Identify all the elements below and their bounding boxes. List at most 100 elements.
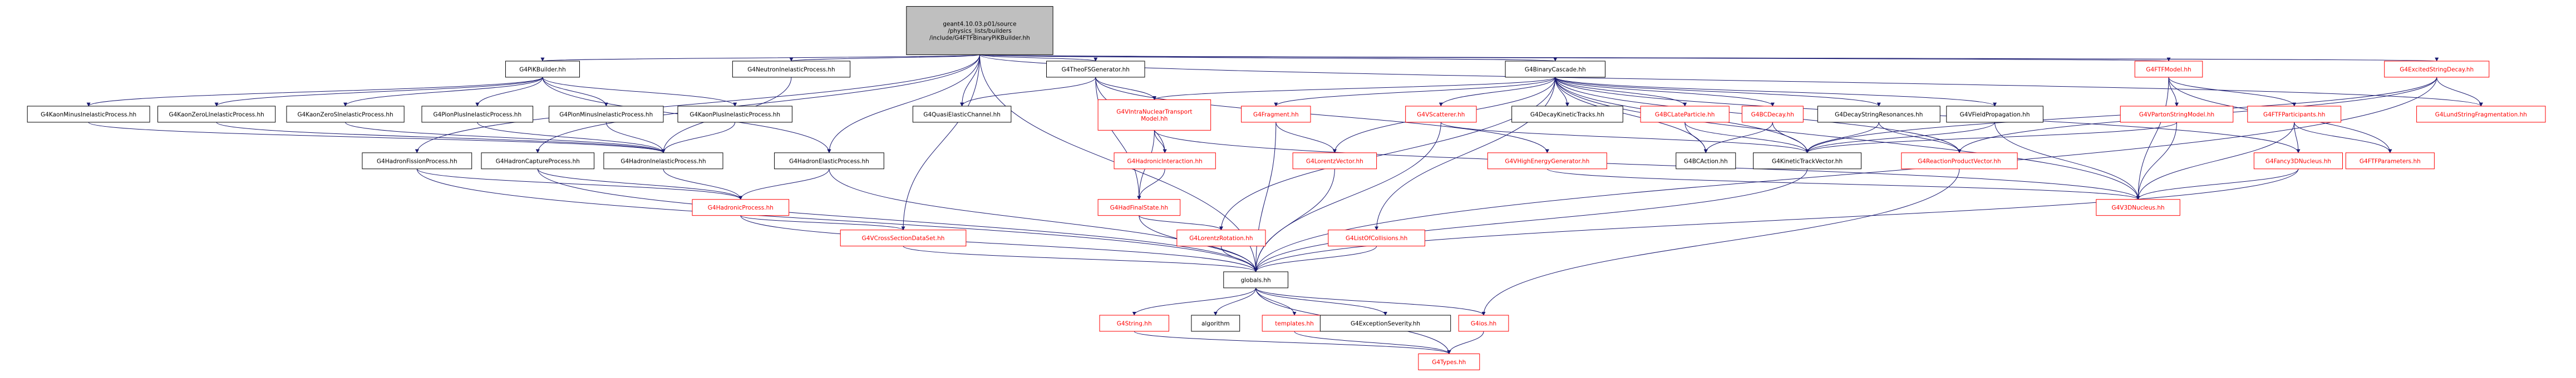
node-label: G4String.hh	[1117, 321, 1152, 327]
edge-g4ios-to-g4types	[1447, 331, 1484, 355]
node-label: G4KineticTrackVector.hh	[1772, 158, 1843, 165]
node-ftfParticipants[interactable]: G4FTFParticipants.hh	[2247, 106, 2342, 123]
node-fieldProp[interactable]: G4VFieldPropagation.hh	[1946, 106, 2043, 123]
node-pionMinusInel[interactable]: G4PionMinusInelasticProcess.hh	[549, 106, 664, 123]
node-neutronInelastic[interactable]: G4NeutronInelasticProcess.hh	[732, 61, 851, 78]
node-ftfParameters[interactable]: G4FTFParameters.hh	[2345, 152, 2435, 170]
edge-fragment-to-globals	[1254, 122, 1277, 272]
edge-theoFSGen-to-hadFinalState	[1095, 77, 1141, 200]
node-label: G4HadronInelasticProcess.hh	[620, 158, 706, 165]
node-g4ios[interactable]: G4ios.hh	[1458, 315, 1509, 332]
edge-root-to-hadronFission	[415, 54, 980, 153]
node-excitedStringDecay[interactable]: G4ExcitedStringDecay.hh	[2384, 61, 2490, 78]
node-label: G4ExceptionSeverity.hh	[1351, 321, 1420, 327]
node-label: G4TheoFSGenerator.hh	[1062, 66, 1130, 73]
edge-highEnergyGen-to-v3DNucleus	[1546, 168, 2140, 200]
edge-reactionProductVector-to-g4ios	[1481, 168, 1960, 316]
edge-binaryCascade-to-fragment	[1274, 77, 1556, 107]
node-kaonMinusInel[interactable]: G4KaonMinusInelasticProcess.hh	[27, 106, 150, 123]
node-hadronicProcess[interactable]: G4HadronicProcess.hh	[692, 199, 790, 216]
node-reactionProductVector[interactable]: G4ReactionProductVector.hh	[1901, 152, 2018, 170]
edge-root-to-neutronInelastic	[789, 54, 980, 62]
edge-vPartonStringModel-to-v3DNucleus	[2136, 122, 2177, 200]
edge-fieldProp-to-v3DNucleus	[1994, 122, 2140, 200]
node-templates[interactable]: templates.hh	[1262, 315, 1327, 332]
node-vScatterer[interactable]: G4VScatterer.hh	[1405, 106, 1477, 123]
edge-hadronElastic-to-globals	[829, 168, 1258, 272]
node-hadronCapture[interactable]: G4HadronCaptureProcess.hh	[481, 152, 595, 170]
edge-binaryCascade-to-bcDecay	[1555, 77, 1775, 107]
node-pionPlusInel[interactable]: G4PionPlusInelasticProcess.hh	[421, 106, 534, 123]
node-label: G4VFieldPropagation.hh	[1960, 111, 2030, 118]
node-quasiElastic[interactable]: G4QuasiElasticChannel.hh	[912, 106, 1012, 123]
node-decayKinTracks[interactable]: G4DecayKineticTracks.hh	[1511, 106, 1623, 123]
node-label: G4KaonZeroSInelasticProcess.hh	[297, 111, 393, 118]
edge-ftfModel-to-v3DNucleus	[2136, 77, 2169, 200]
edge-decayStringRes-to-reactionProductVector	[1878, 122, 1962, 153]
node-g4string[interactable]: G4String.hh	[1099, 315, 1169, 332]
node-decayStringRes[interactable]: G4DecayStringResonances.hh	[1817, 106, 1940, 123]
edge-root-to-vCrossSection	[901, 54, 980, 231]
node-label: G4FTFModel.hh	[2146, 66, 2191, 73]
node-bcLateParticle[interactable]: G4BCLateParticle.hh	[1640, 106, 1730, 123]
node-v3DNucleus[interactable]: G4V3DNucleus.hh	[2096, 199, 2180, 216]
node-label: G4FTFParameters.hh	[2360, 158, 2421, 165]
node-label: G4HadronElasticProcess.hh	[789, 158, 869, 165]
node-hadronElastic[interactable]: G4HadronElasticProcess.hh	[774, 152, 884, 170]
edge-hadronicProcess-to-globals	[740, 215, 1258, 272]
node-fancy3DNucleus[interactable]: G4Fancy3DNucleus.hh	[2253, 152, 2343, 170]
node-hadronicInteraction[interactable]: G4HadronicInteraction.hh	[1114, 152, 1216, 170]
edge-root-to-excitedStringDecay	[979, 54, 2437, 62]
node-bcDecay[interactable]: G4BCDecay.hh	[1741, 106, 1804, 123]
node-highEnergyGen[interactable]: G4VHighEnergyGenerator.hh	[1487, 152, 1607, 170]
edge-vIntraNuclear-to-v3DNucleus	[1154, 130, 2140, 200]
node-kineticTrackVector[interactable]: G4KineticTrackVector.hh	[1753, 152, 1861, 170]
node-kaonZeroSInel[interactable]: G4KaonZeroSInelasticProcess.hh	[286, 106, 405, 123]
edge-theoFSGen-to-quasiElastic	[960, 77, 1096, 107]
node-globals[interactable]: globals.hh	[1223, 271, 1288, 289]
node-lundString[interactable]: G4LundStringFragmentation.hh	[2416, 106, 2546, 123]
node-hadronInelastic[interactable]: G4HadronInelasticProcess.hh	[603, 152, 723, 170]
node-label: Model.hh	[1141, 116, 1168, 122]
node-label: G4BCDecay.hh	[1751, 111, 1794, 118]
node-binaryCascade[interactable]: G4BinaryCascade.hh	[1505, 61, 1605, 78]
edge-piKBuilder-to-pionMinusInel	[542, 77, 608, 107]
node-label: /physics_lists/builders	[948, 28, 1011, 34]
edge-kaonPlusInel-to-hadronInelastic	[661, 122, 736, 153]
node-hadronFission[interactable]: G4HadronFissionProcess.hh	[362, 152, 472, 170]
node-algorithm[interactable]: algorithm	[1191, 315, 1240, 332]
node-exceptionSeverity[interactable]: G4ExceptionSeverity.hh	[1319, 315, 1451, 332]
node-kaonZeroLInel[interactable]: G4KaonZeroLInelasticProcess.hh	[157, 106, 276, 123]
edge-root-to-theoFSGen	[979, 54, 1098, 62]
edge-ftfModel-to-ftfParticipants	[2168, 77, 2297, 107]
node-piKBuilder[interactable]: G4PiKBuilder.hh	[505, 61, 580, 78]
node-label: G4KaonZeroLInelasticProcess.hh	[169, 111, 264, 118]
edge-binaryCascade-to-v3DNucleus	[1555, 77, 2140, 200]
node-bcAction[interactable]: G4BCAction.hh	[1676, 152, 1736, 170]
edge-kaonZeroSInel-to-hadronInelastic	[345, 122, 666, 153]
node-vPartonStringModel[interactable]: G4VPartonStringModel.hh	[2120, 106, 2234, 123]
node-theoFSGen[interactable]: G4TheoFSGenerator.hh	[1046, 61, 1145, 78]
node-listOfCollisions[interactable]: G4ListOfCollisions.hh	[1328, 230, 1425, 247]
node-g4types[interactable]: G4Types.hh	[1418, 353, 1480, 370]
node-vCrossSection[interactable]: G4VCrossSectionDataSet.hh	[840, 230, 967, 247]
edge-binaryCascade-to-vIntraNuclear	[1152, 77, 1556, 101]
edge-bcDecay-to-bcAction	[1703, 122, 1773, 153]
edge-pionPlusInel-to-hadronInelastic	[477, 122, 666, 153]
node-root[interactable]: geant4.10.03.p01/source/physics_lists/bu…	[906, 6, 1053, 55]
edge-root-to-piKBuilder	[541, 54, 980, 62]
edge-globals-to-exceptionSeverity	[1255, 287, 1387, 316]
node-hadFinalState[interactable]: G4HadFinalState.hh	[1097, 199, 1181, 216]
node-label: G4ios.hh	[1471, 321, 1496, 327]
edge-theoFSGen-to-highEnergyGen	[1095, 77, 1549, 153]
node-lorentzVector[interactable]: G4LorentzVector.hh	[1292, 152, 1377, 170]
node-kaonPlusInel[interactable]: G4KaonPlusInelasticProcess.hh	[677, 106, 792, 123]
node-label: geant4.10.03.p01/source	[943, 21, 1016, 27]
node-ftfModel[interactable]: G4FTFModel.hh	[2134, 61, 2203, 78]
edge-hadronElastic-to-hadronicProcess	[738, 168, 830, 200]
node-label: G4PiKBuilder.hh	[519, 66, 566, 73]
node-lorentzRotation[interactable]: G4LorentzRotation.hh	[1176, 230, 1266, 247]
node-fragment[interactable]: G4Fragment.hh	[1241, 106, 1311, 123]
node-label: G4VPartonStringModel.hh	[2139, 111, 2214, 118]
